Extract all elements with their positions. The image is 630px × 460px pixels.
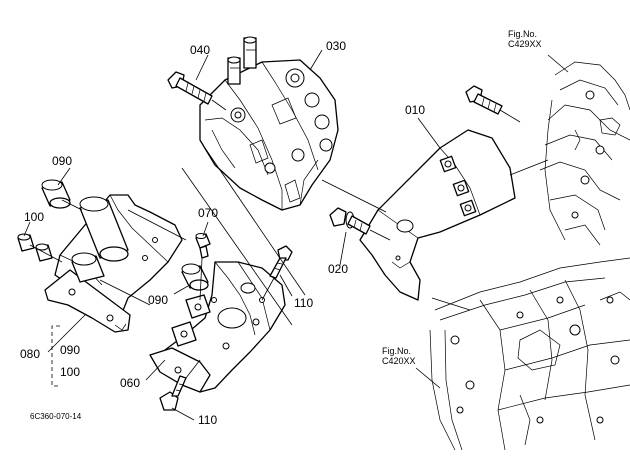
fig-ref-bottom-label: Fig.No.: [382, 346, 412, 356]
housing-lower-right: [429, 257, 630, 451]
group-bracket-080: [51, 325, 60, 387]
bolt-upper-right: [465, 85, 503, 115]
callout-070: 070: [198, 206, 219, 220]
callout-010: 010: [405, 103, 426, 117]
callout-090-middle: 090: [148, 293, 169, 307]
collar-090-middle: [181, 263, 209, 291]
callout-080-item-090: 090: [60, 343, 81, 357]
bracket-010: [359, 129, 516, 301]
callout-080: 080: [20, 347, 41, 361]
bolt-020: [329, 207, 371, 235]
fig-ref-bottom: Fig.No. C420XX: [382, 346, 416, 367]
drawing-code: 6C360-070-14: [30, 412, 82, 421]
assembly-lines: [29, 99, 549, 379]
fig-ref-top: Fig.No. C429XX: [508, 29, 542, 50]
fig-ref-top-code: C429XX: [508, 38, 542, 49]
callout-110-bottom: 110: [198, 413, 218, 427]
callout-040: 040: [190, 43, 211, 57]
callout-090-upper: 090: [52, 154, 73, 168]
callout-020: 020: [328, 262, 349, 276]
collar-090-upper: [41, 179, 71, 209]
bolt-040: [167, 71, 213, 105]
bolt-110-right: [269, 245, 293, 279]
callout-110-right: 110: [294, 296, 314, 310]
spacer-tube: [71, 196, 129, 283]
fig-ref-top-label: Fig.No.: [508, 29, 538, 39]
lower-bracket: [149, 261, 286, 393]
callout-080-item-100: 100: [60, 365, 81, 379]
fig-ref-bottom-code: C420XX: [382, 355, 416, 366]
bolt-110-bottom: [159, 375, 187, 411]
leader-lines: [23, 49, 569, 421]
callout-030: 030: [326, 39, 347, 53]
callout-060: 060: [120, 376, 141, 390]
clamp-plates: [171, 294, 211, 347]
bushings-100: [17, 233, 53, 262]
control-valve-030: [199, 36, 339, 211]
housing-upper-right: [539, 61, 630, 246]
callout-100: 100: [24, 210, 45, 224]
fitting-070: [195, 233, 211, 259]
